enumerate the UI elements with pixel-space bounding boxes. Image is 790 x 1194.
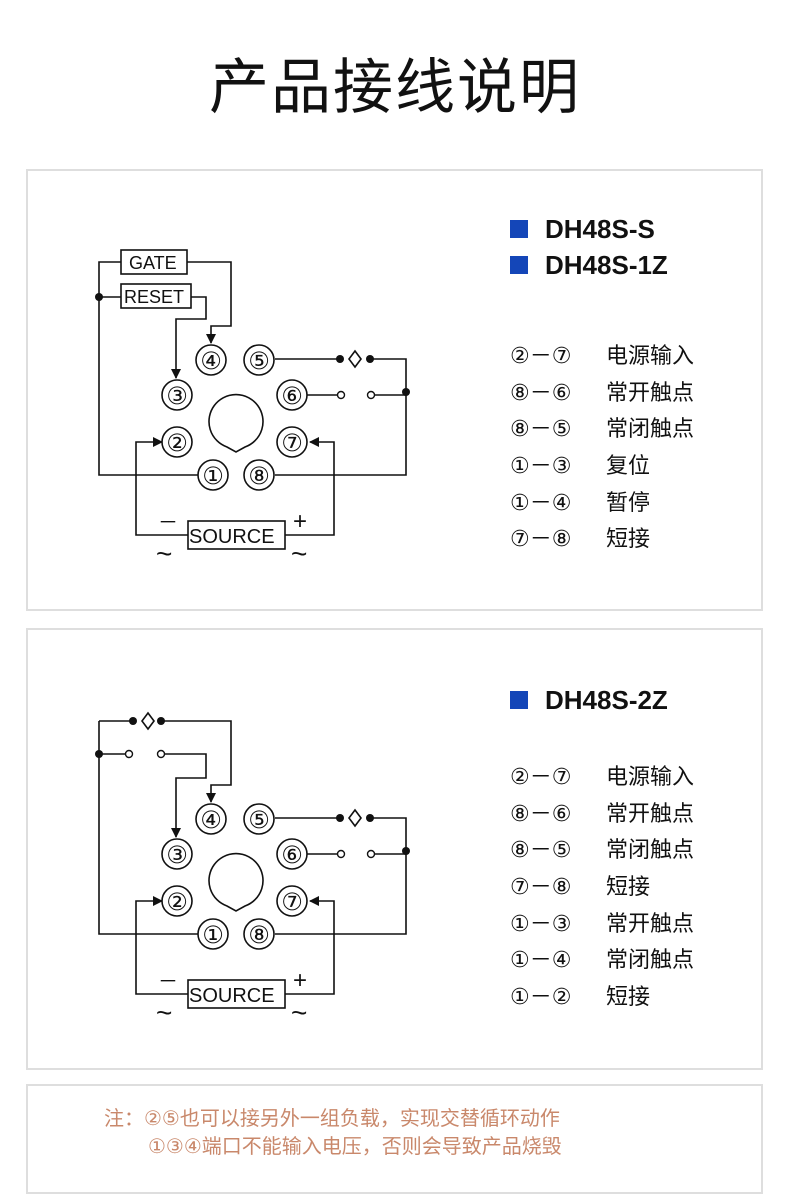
legend-desc: 常闭触点 [606, 948, 695, 974]
legend-pins: ①－④ [510, 948, 572, 974]
pin-2: ② [166, 888, 188, 916]
pin-4: ④ [200, 347, 222, 375]
legend-desc: 常开触点 [606, 380, 695, 406]
wiring-diagram-1: GATE RESET SOURCE － + ~ ~ ① ② ③ ④ ⑤ ⑥ ⑦ … [95, 249, 410, 569]
pin-1: ① [202, 921, 224, 949]
legend-row: ①－④ 常闭触点 [510, 940, 694, 977]
source-label: SOURCE [189, 526, 275, 548]
model-dh48s-2z: DH48S-2Z [510, 684, 668, 716]
wiring-panel-1: GATE RESET SOURCE － + ~ ~ ① ② ③ ④ ⑤ ⑥ ⑦ … [26, 169, 763, 611]
reset-label: RESET [124, 287, 184, 307]
model-marker [510, 220, 528, 238]
legend-desc: 短接 [606, 875, 651, 901]
legend-pins: ⑦－⑧ [510, 875, 572, 901]
legend-pins: ⑧－⑥ [510, 380, 572, 406]
minus-label: － [158, 971, 178, 993]
model-marker [510, 691, 528, 709]
legend-desc: 短接 [606, 527, 651, 553]
legend-desc: 常闭触点 [606, 417, 695, 443]
ac-left: ~ [156, 997, 172, 1028]
legend-pins: ②－⑦ [510, 344, 572, 370]
legend-row: ①－② 短接 [510, 977, 694, 1014]
model-name: DH48S-S [545, 214, 655, 244]
pin-5: ⑤ [248, 347, 270, 375]
legend-desc: 短接 [606, 984, 651, 1010]
legend-pins: ②－⑦ [510, 765, 572, 791]
pin-3: ③ [166, 382, 188, 410]
legend-desc: 常开触点 [606, 911, 695, 937]
legend-pins: ⑧－⑥ [510, 801, 572, 827]
pin-7: ⑦ [281, 888, 303, 916]
plus-label: + [293, 508, 307, 535]
reset-box [120, 283, 192, 309]
pin-6: ⑥ [281, 382, 303, 410]
legend-row: ②－⑦ 电源输入 [510, 336, 694, 373]
model-dh48s-1z: DH48S-1Z [510, 249, 668, 281]
legend-row: ①－③ 复位 [510, 446, 694, 483]
ac-right: ~ [291, 997, 307, 1028]
legend-pins: ⑧－⑤ [510, 838, 572, 864]
pin-8: ⑧ [248, 462, 270, 490]
source-label: SOURCE [189, 985, 275, 1007]
ac-left: ~ [156, 538, 172, 569]
legend-desc: 电源输入 [606, 344, 695, 370]
legend-desc: 暂停 [606, 490, 651, 516]
legend-row: ⑦－⑧ 短接 [510, 867, 694, 904]
page-title: 产品接线说明 [209, 53, 581, 123]
legend-row: ①－③ 常开触点 [510, 903, 694, 940]
legend-pins: ⑦－⑧ [510, 527, 572, 553]
legend-pins: ①－④ [510, 490, 572, 516]
legend-pins: ⑧－⑤ [510, 417, 572, 443]
plus-label: + [293, 967, 307, 994]
note-line-1: 注：②⑤也可以接另外一组负载，实现交替循环动作 [104, 1106, 560, 1130]
legend-row: ②－⑦ 电源输入 [510, 757, 694, 794]
legend-desc: 常闭触点 [606, 838, 695, 864]
legend-row: ⑧－⑤ 常闭触点 [510, 409, 694, 446]
legend-desc: 复位 [606, 454, 651, 480]
pin-legend-1: ②－⑦ 电源输入 ⑧－⑥ 常开触点 ⑧－⑤ 常闭触点 ①－③ 复位 ①－④ 暂停 ⑦－⑧ 短… [510, 336, 694, 556]
legend-row: ⑧－⑤ 常闭触点 [510, 830, 694, 867]
minus-label: － [158, 512, 178, 534]
note-line-2: ①③④端口不能输入电压，否则会导致产品烧毁 [148, 1134, 562, 1158]
pin-5: ⑤ [248, 806, 270, 834]
note-panel: 注：②⑤也可以接另外一组负载，实现交替循环动作 ①③④端口不能输入电压，否则会导… [26, 1084, 763, 1194]
pin-legend-2: ②－⑦ 电源输入 ⑧－⑥ 常开触点 ⑧－⑤ 常闭触点 ⑦－⑧ 短接 ①－③ 常开触点 ①－… [510, 757, 694, 1013]
legend-row: ⑧－⑥ 常开触点 [510, 794, 694, 831]
legend-desc: 常开触点 [606, 801, 695, 827]
wiring-diagram-2: SOURCE － + ~ ~ ① ② ③ ④ ⑤ ⑥ ⑦ ⑧ [95, 711, 410, 1028]
pin-8: ⑧ [248, 921, 270, 949]
model-dh48s-s: DH48S-S [510, 213, 655, 245]
pin-4: ④ [200, 806, 222, 834]
source-box [187, 520, 286, 550]
pin-3: ③ [166, 841, 188, 869]
model-name: DH48S-2Z [545, 685, 668, 715]
legend-pins: ①－③ [510, 454, 572, 480]
legend-row: ⑦－⑧ 短接 [510, 519, 694, 556]
pin-2: ② [166, 429, 188, 457]
model-name: DH48S-1Z [545, 250, 668, 280]
legend-row: ⑧－⑥ 常开触点 [510, 373, 694, 410]
model-marker [510, 256, 528, 274]
wiring-panel-2: SOURCE － + ~ ~ ① ② ③ ④ ⑤ ⑥ ⑦ ⑧ DH48S-2Z … [26, 628, 763, 1070]
legend-pins: ①－② [510, 984, 572, 1010]
legend-pins: ①－③ [510, 911, 572, 937]
legend-desc: 电源输入 [606, 765, 695, 791]
pin-7: ⑦ [281, 429, 303, 457]
pin-6: ⑥ [281, 841, 303, 869]
gate-label: GATE [129, 253, 177, 273]
pin-1: ① [202, 462, 224, 490]
ac-right: ~ [291, 538, 307, 569]
legend-row: ①－④ 暂停 [510, 482, 694, 519]
